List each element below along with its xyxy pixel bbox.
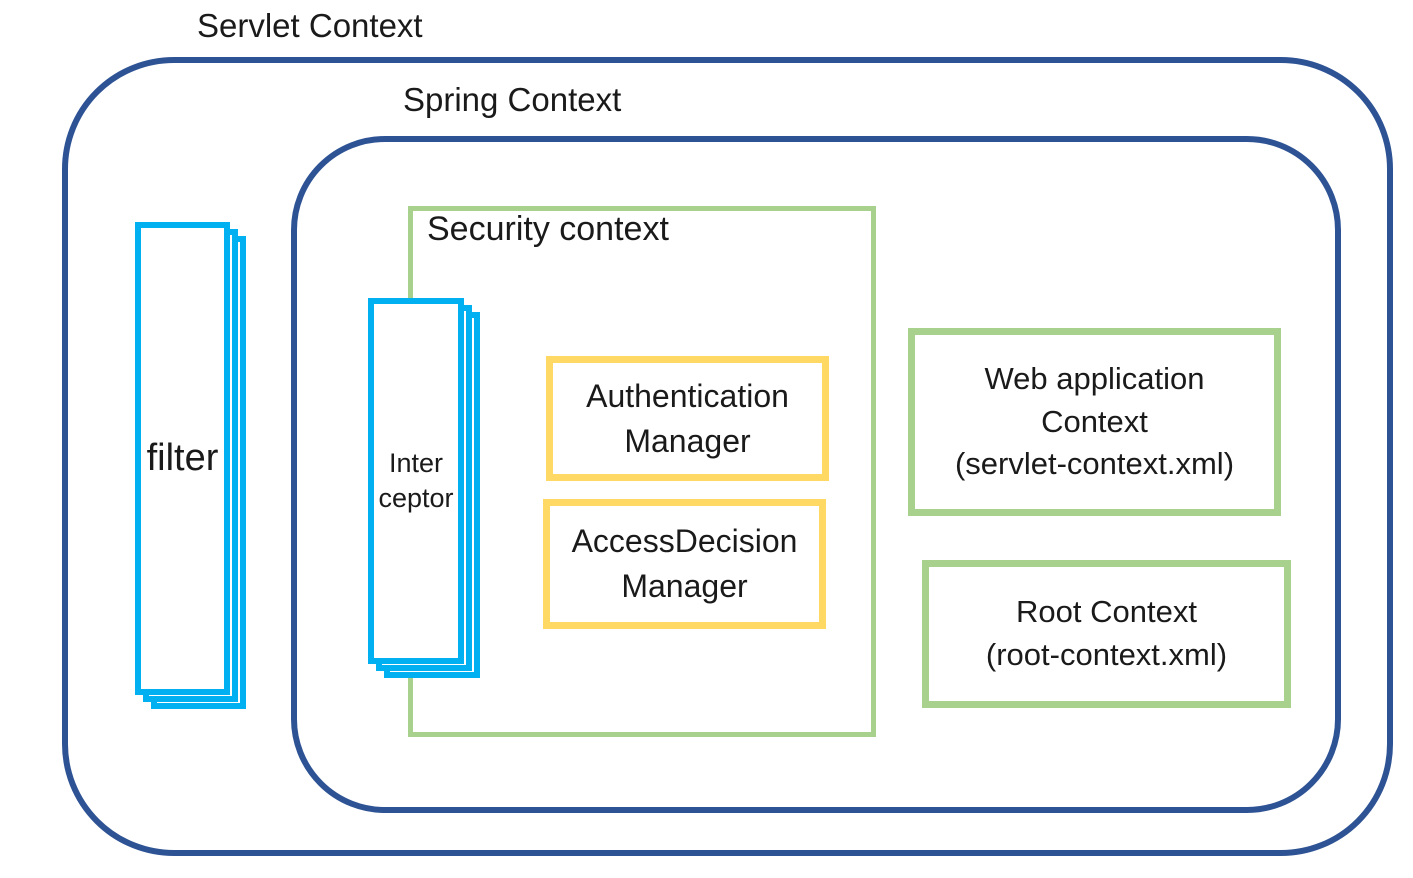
filter-page-front: filter [135, 222, 230, 695]
spring-context-boundary [291, 136, 1341, 813]
interceptor-stack: Inter ceptor [368, 298, 481, 678]
spring-context-label: Spring Context [403, 81, 622, 118]
web-application-context-box: Web application Context (servlet-context… [908, 328, 1281, 516]
access-decision-manager-box: AccessDecision Manager [543, 499, 826, 629]
servlet-context-boundary [62, 57, 1393, 856]
security-context-label: Security context [427, 210, 669, 248]
servlet-context-label: Servlet Context [197, 7, 423, 44]
root-context-box: Root Context (root-context.xml) [922, 560, 1291, 708]
authentication-manager-box: Authentication Manager [546, 356, 829, 481]
filter-stack: filter [135, 222, 247, 709]
interceptor-page-front: Inter ceptor [368, 298, 464, 664]
